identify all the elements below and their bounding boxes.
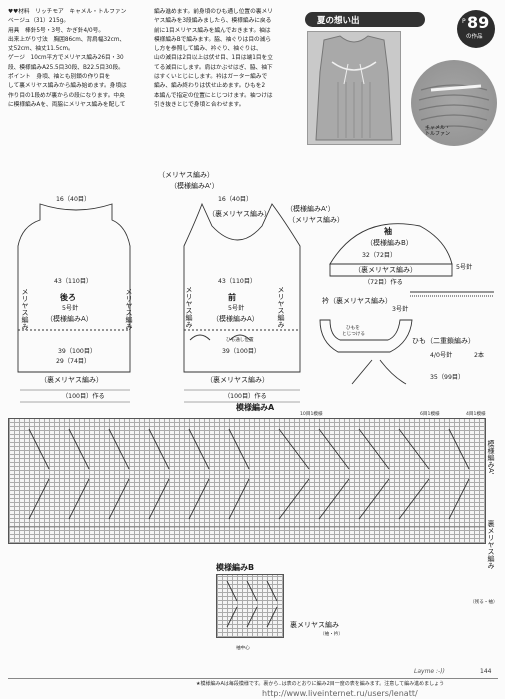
back-right-label: メリヤス編み	[125, 288, 133, 330]
sleeve-pattern: （模様編みB）	[366, 239, 413, 247]
front-pattern: （模様編みA）	[212, 315, 259, 323]
intro-line: し方を参照して編み、衿ぐり、袖ぐりは、	[154, 46, 262, 53]
intro-column-2: 編み進めます。前身頃のひも通し位置の裏メリ ヤス編みを3段編みましたら、模様編み…	[154, 8, 296, 110]
chart-a-title: 模様編みA	[236, 403, 275, 412]
page-number-footer: 144	[480, 668, 492, 675]
intro-line: 丈52cm、袖丈11.5cm。	[8, 46, 74, 53]
front-top-dim: 16（40目）	[218, 196, 253, 203]
front-bottom-dim: 39（100目）	[222, 348, 261, 355]
front-tag-top-2: （模様編みA'）	[170, 182, 219, 190]
page-note: の作品	[466, 34, 483, 40]
swatch-caption-1: キャメル・	[425, 125, 451, 131]
garment-photo	[307, 31, 401, 145]
watermark-url: http://www.liveinternet.ru/users/lenatt/	[262, 689, 418, 698]
front-base-dim: （100目）作る	[224, 393, 267, 400]
footer-note: ★模様編みAは毎段模様です。裏から..は表のとおりに編み2目一度の表を編みます。…	[196, 681, 445, 687]
swatch-caption-2: トルファン	[425, 131, 451, 137]
title-band: 夏の想い出	[305, 12, 425, 27]
intro-line: 山の減目は2目以上は伏せ目、1目は端1目を立	[154, 55, 273, 62]
front-left-label: メリヤス編み	[185, 286, 193, 328]
collar-title: 衿（裏メリヤス編み）	[322, 297, 392, 305]
intro-line: ヤス編みを3段編みましたら、模様編みに戻る	[154, 18, 272, 25]
intro-line: して裏メリヤス編みから編み始めます。身頃は	[8, 83, 127, 90]
back-title: 後ろ	[60, 293, 76, 302]
chart-b-grid	[216, 574, 284, 638]
footer-rule	[8, 678, 498, 679]
cord-title: ひも（二重鎖編み）	[412, 337, 475, 345]
p-label: P	[462, 18, 466, 25]
sleeve-bottom-label: （裏メリヤス編み）	[354, 266, 417, 274]
intro-line: 引き抜きとじで身頃と合わせます。	[154, 101, 245, 108]
chart-a-side-2: 裏メリヤス編み	[487, 520, 495, 569]
intro-line: 模様編みBで編みます。脇、袖ぐりは目の減ら	[154, 36, 272, 43]
front-needle: 5号針	[228, 305, 245, 312]
front-tag-right-2: （メリヤス編み）	[288, 216, 344, 224]
intro-line: ♥♥材料 リッチモア キャメル・トルファン	[8, 9, 127, 15]
chart-a-repeat-2: 6目1模様	[420, 412, 440, 417]
front-mid-dim: 43（110目）	[218, 278, 257, 285]
intro-line: ゲージ 10cm平方でメリヤス編み26目・30	[8, 55, 124, 62]
page-number-badge: P 89 の作品	[457, 10, 495, 48]
back-pattern: （模様編みA）	[46, 315, 93, 323]
chart-b-side: 裏メリヤス編み	[290, 621, 339, 629]
cord-count: 2本	[474, 352, 485, 359]
chart-a-repeat-1: 10目1模様	[300, 412, 323, 417]
intro-line: 段、模様編みA25.5目30段、B22.5目30段。	[8, 64, 124, 71]
collar-needle: 3号針	[392, 306, 409, 313]
intro-line: はすくいとじにします。衿はガーター編みで	[154, 74, 268, 81]
front-string-position: ひも通し位置	[226, 338, 254, 343]
cord-needle: 4/0号針	[430, 352, 453, 359]
cord-dim: 35（99目）	[430, 374, 465, 381]
front-right-label: メリヤス編み	[277, 286, 285, 328]
intro-line: 出来上がり寸法 胸囲86cm、背肩幅32cm、	[8, 36, 126, 43]
intro-line: 前に1目メリヤス編みを編んでおきます。袖は	[154, 27, 271, 34]
intro-column-1: ♥♥材料 リッチモア キャメル・トルファン ベージュ（31）215g。 用具 棒…	[8, 8, 148, 110]
page-title: 夏の想い出	[317, 16, 360, 26]
intro-line: てる減目にします。肩はかぶせはぎ、脇、袖下	[154, 64, 273, 71]
front-tag-right-1: （模様編みA'）	[286, 205, 335, 213]
sleeve-mid-dim: 32（72目）	[362, 252, 397, 259]
intro-line: 本編んで指定の位置にとじつけます。袖つけは	[154, 92, 273, 99]
front-tag-top-1: （メリヤス編み）	[158, 171, 214, 179]
sleeve-title: 袖	[384, 227, 392, 236]
intro-line: 作り目の1段めが裏からの段になります。中央	[8, 92, 125, 99]
sleeve-needle: 5号針	[456, 264, 473, 271]
collar-note: ひもを	[346, 326, 360, 331]
back-left-label: メリヤス編み	[21, 288, 29, 330]
chart-a-grid	[8, 418, 486, 544]
front-bottom-label: （裏メリヤス編み）	[206, 376, 269, 384]
chart-a-side-1: 模様編みA'	[487, 440, 495, 475]
chart-b-side-sub: （袖・衿）	[320, 632, 343, 637]
collar-note-2: とじつける	[342, 332, 365, 337]
chart-a-side-2-sub: （残る・袖）	[470, 600, 498, 605]
page-number: 89	[467, 13, 490, 32]
intro-line: に模様編みAを、両脇にメリヤス編みを配して	[8, 101, 126, 108]
back-needle: 5号針	[62, 305, 79, 312]
intro-line: 編み進めます。前身頃のひも通し位置の裏メリ	[154, 9, 273, 15]
sleeve-base-dim: （72目）作る	[364, 279, 403, 286]
chart-b-title: 模様編みB	[216, 563, 255, 572]
back-mid-dim: 43（110目）	[54, 278, 93, 285]
brand-mark: Layme :-))	[414, 668, 445, 675]
yarn-swatch: キャメル・ トルファン	[411, 60, 497, 146]
back-bottom-dim: 39（100目）	[58, 348, 97, 355]
chart-a-repeat-3: 4目1模様	[466, 412, 486, 417]
back-top-dim: 16（40目）	[56, 196, 91, 203]
intro-line: ベージュ（31）215g。	[8, 18, 70, 25]
intro-line: 編み、編み終わりは伏せ止めます。ひもを2	[154, 83, 266, 90]
front-tag-center: （裏メリヤス編み）	[208, 210, 271, 218]
intro-line: 用具 棒針5号・3号、かぎ針4/0号。	[8, 27, 105, 34]
intro-line: ポイント 身頃、袖とも別鎖の作り目を	[8, 74, 111, 81]
back-base-dim: （100目）作る	[62, 393, 105, 400]
front-title: 前	[228, 293, 236, 302]
chart-b-center: 袖中心	[236, 646, 250, 651]
back-bottom-label: （裏メリヤス編み）	[40, 376, 103, 384]
back-bottom-dim-2: 29（74目）	[56, 358, 91, 365]
